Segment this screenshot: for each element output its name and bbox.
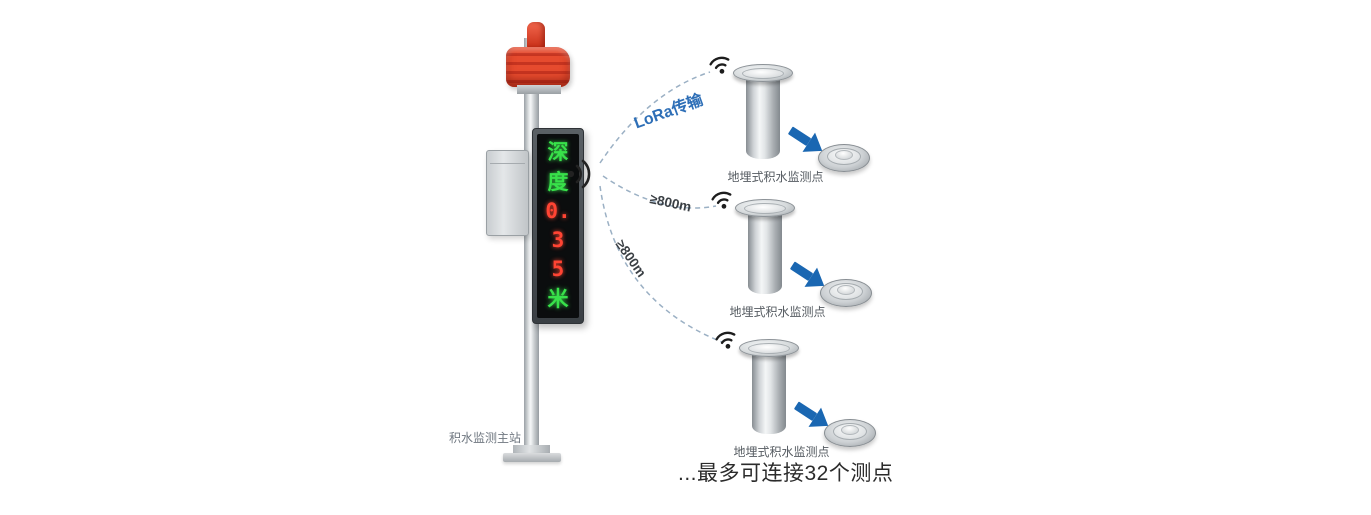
cylinder-tube: [752, 350, 786, 434]
led-char: 米: [547, 286, 569, 311]
pole-base-plate: [503, 453, 561, 462]
led-char: 深: [547, 140, 569, 165]
led-char: 5: [551, 257, 565, 282]
cylinder-tube: [748, 210, 782, 294]
pole-base-collar: [513, 445, 550, 454]
sensor-cylinder: [739, 339, 799, 445]
buried-sensor-unit-3: 地埋式积水监测点: [704, 325, 899, 470]
sensor-label: 地埋式积水监测点: [727, 170, 824, 184]
main-station-label: 积水监测主站: [448, 431, 521, 445]
wifi-icon: [709, 56, 730, 74]
disc-dome: [841, 425, 859, 435]
arrow-icon: [788, 126, 823, 152]
sensor-label: 地埋式积水监测点: [733, 445, 830, 459]
disc-dome: [837, 285, 855, 295]
siren-horn: [506, 47, 570, 87]
strobe-light: [527, 22, 545, 48]
wifi-icon: [715, 331, 736, 349]
led-char: 度: [547, 169, 569, 194]
led-char: 3: [551, 228, 565, 253]
cylinder-tube: [746, 75, 780, 159]
broadcast-icon: [567, 159, 591, 189]
alarm-beacon: [504, 22, 574, 96]
siren-bracket: [517, 85, 561, 94]
cylinder-cap: [744, 202, 786, 214]
disc-dome: [835, 150, 853, 160]
led-display: 深 度 0. 3 5 米: [532, 128, 584, 324]
led-screen: 深 度 0. 3 5 米: [537, 134, 579, 318]
sensor-cylinder: [735, 199, 795, 305]
link-curve-3: [599, 185, 723, 343]
control-box-seam: [490, 163, 525, 164]
arrow-icon: [790, 261, 825, 287]
link-curve-2: [602, 175, 717, 209]
buried-sensor-unit-2: 地埋式积水监测点: [700, 185, 895, 330]
control-box: [486, 150, 529, 236]
cylinder-cap: [748, 342, 790, 354]
sensor-disc: [824, 417, 876, 449]
cylinder-cap: [742, 67, 784, 79]
sensor-label: 地埋式积水监测点: [729, 305, 826, 319]
wifi-icon: [711, 191, 732, 209]
led-char: 0.: [545, 198, 571, 223]
buried-sensor-unit-1: 地埋式积水监测点: [698, 50, 893, 195]
arrow-icon: [794, 401, 829, 427]
sensor-disc: [818, 142, 870, 174]
sensor-disc: [820, 277, 872, 309]
footer-note: ...最多可连接32个测点: [678, 462, 894, 485]
link-curve-1: [599, 71, 711, 164]
sensor-cylinder: [733, 64, 793, 170]
disc-body: [824, 419, 876, 447]
